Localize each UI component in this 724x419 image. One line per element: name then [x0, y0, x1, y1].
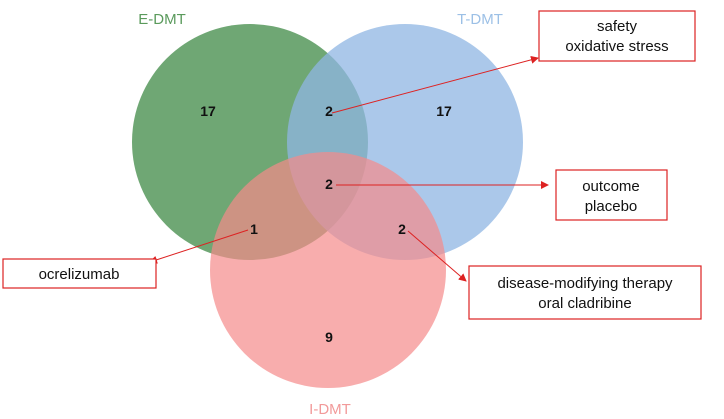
- arrow-safety: [331, 55, 539, 114]
- arrow-disease: [407, 230, 467, 282]
- set-label-i-dmt: I-DMT: [309, 401, 351, 418]
- count-e-t: 2: [325, 103, 333, 119]
- callout-safety: safety oxidative stress: [538, 10, 696, 62]
- callout-safety-line1: safety: [597, 18, 638, 35]
- callout-disease-line1: disease-modifying therapy: [497, 275, 673, 292]
- arrow-ocrelizumab: [149, 229, 249, 264]
- callout-safety-line2: oxidative stress: [565, 38, 668, 55]
- callout-outcome: outcome placebo: [555, 169, 668, 221]
- count-e-only: 17: [200, 103, 216, 119]
- count-all-three: 2: [325, 176, 333, 192]
- count-t-i: 2: [398, 221, 406, 237]
- callout-disease: disease-modifying therapy oral cladribin…: [468, 265, 702, 320]
- callout-disease-line2: oral cladribine: [538, 295, 631, 312]
- count-e-i: 1: [250, 221, 258, 237]
- callout-outcome-line2: placebo: [585, 198, 638, 215]
- set-label-t-dmt: T-DMT: [457, 11, 503, 28]
- callout-outcome-line1: outcome: [582, 178, 640, 195]
- set-circle-i-dmt: [210, 152, 446, 388]
- set-label-e-dmt: E-DMT: [138, 11, 186, 28]
- count-t-only: 17: [436, 103, 452, 119]
- callout-ocrelizumab-line1: ocrelizumab: [39, 266, 120, 283]
- callout-ocrelizumab: ocrelizumab: [2, 258, 157, 289]
- count-i-only: 9: [325, 329, 333, 345]
